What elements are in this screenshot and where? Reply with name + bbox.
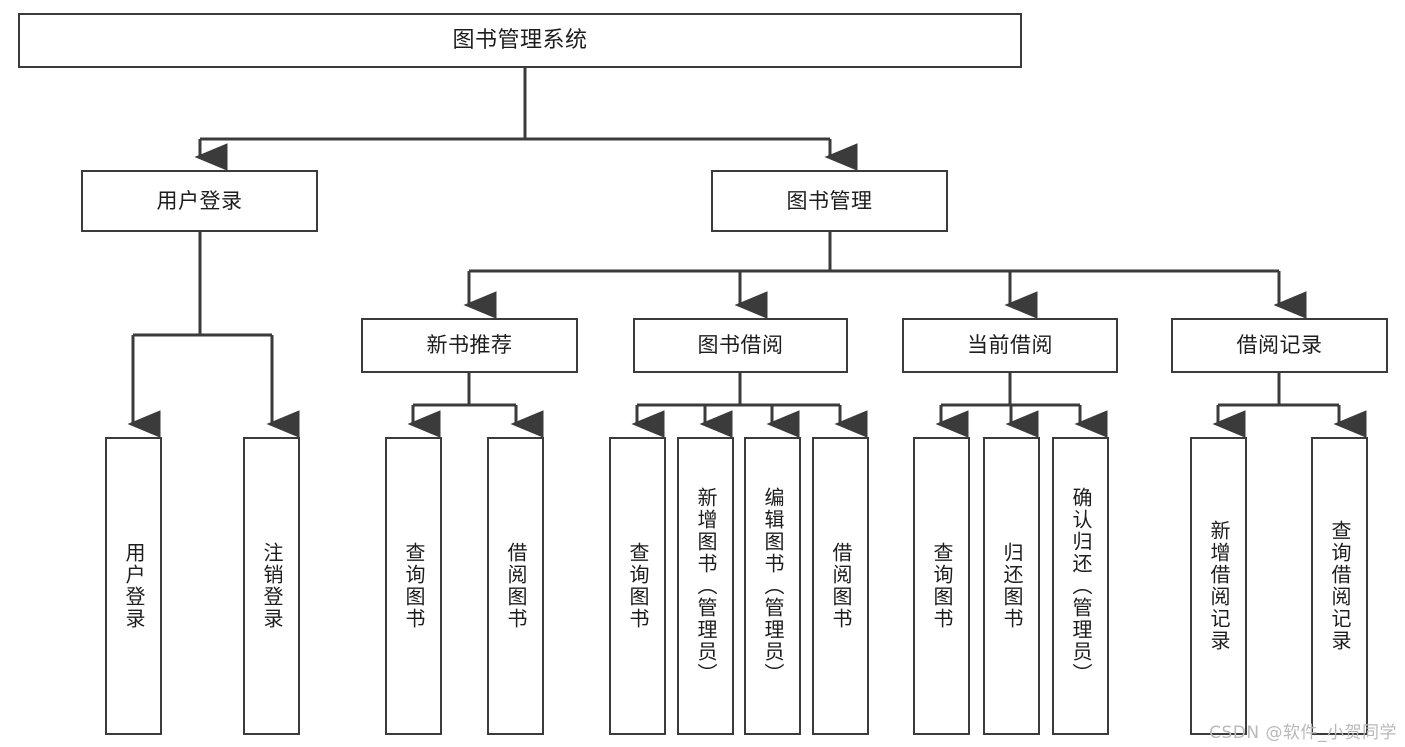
leaf-logout-label: 注销登录 [260, 542, 284, 630]
leaf-query-book-newbook-label: 查询图书 [402, 542, 426, 630]
leaf-confirm-return-admin[interactable]: 确认归还（管理员） [1052, 437, 1109, 735]
node-new-book-recommend-label: 新书推荐 [426, 333, 513, 358]
watermark-text: CSDN @软件_小贺同学 [1209, 723, 1397, 743]
leaf-edit-book-admin-label: 编辑图书（管理员） [761, 487, 785, 685]
leaf-add-borrow-record[interactable]: 新增借阅记录 [1190, 437, 1247, 735]
node-current-borrow[interactable]: 当前借阅 [902, 318, 1118, 373]
leaf-query-book-current-label: 查询图书 [930, 542, 954, 630]
leaf-confirm-return-admin-label: 确认归还（管理员） [1069, 487, 1093, 685]
leaf-logout[interactable]: 注销登录 [243, 437, 300, 735]
node-book-management-label: 图书管理 [786, 188, 873, 213]
leaf-add-book-admin-label: 新增图书（管理员） [694, 487, 718, 685]
node-book-borrow[interactable]: 图书借阅 [633, 318, 848, 373]
leaf-query-borrow-record-label: 查询借阅记录 [1328, 520, 1352, 652]
leaf-add-book-admin[interactable]: 新增图书（管理员） [677, 437, 734, 735]
node-user-login[interactable]: 用户登录 [81, 170, 318, 232]
leaf-return-book[interactable]: 归还图书 [983, 437, 1040, 735]
leaf-query-book-borrow-label: 查询图书 [626, 542, 650, 630]
node-book-borrow-label: 图书借阅 [697, 333, 784, 358]
leaf-query-book-borrow[interactable]: 查询图书 [609, 437, 666, 735]
leaf-borrow-book-label: 借阅图书 [829, 542, 853, 630]
node-borrow-record[interactable]: 借阅记录 [1171, 318, 1388, 373]
node-borrow-record-label: 借阅记录 [1236, 333, 1323, 358]
leaf-return-book-label: 归还图书 [1000, 542, 1024, 630]
leaf-query-borrow-record[interactable]: 查询借阅记录 [1311, 437, 1368, 735]
leaf-borrow-book-newbook-label: 借阅图书 [504, 542, 528, 630]
leaf-query-book-newbook[interactable]: 查询图书 [385, 437, 442, 735]
leaf-edit-book-admin[interactable]: 编辑图书（管理员） [744, 437, 801, 735]
leaf-borrow-book-newbook[interactable]: 借阅图书 [487, 437, 544, 735]
leaf-query-book-current[interactable]: 查询图书 [913, 437, 970, 735]
leaf-user-login[interactable]: 用户登录 [105, 437, 162, 735]
leaf-add-borrow-record-label: 新增借阅记录 [1207, 520, 1231, 652]
node-user-login-label: 用户登录 [156, 188, 243, 213]
node-root[interactable]: 图书管理系统 [18, 13, 1022, 68]
node-root-label: 图书管理系统 [452, 27, 588, 53]
leaf-borrow-book[interactable]: 借阅图书 [812, 437, 869, 735]
node-new-book-recommend[interactable]: 新书推荐 [361, 318, 578, 373]
node-current-borrow-label: 当前借阅 [967, 333, 1053, 358]
leaf-user-login-label: 用户登录 [122, 542, 146, 630]
node-book-management[interactable]: 图书管理 [711, 170, 948, 232]
